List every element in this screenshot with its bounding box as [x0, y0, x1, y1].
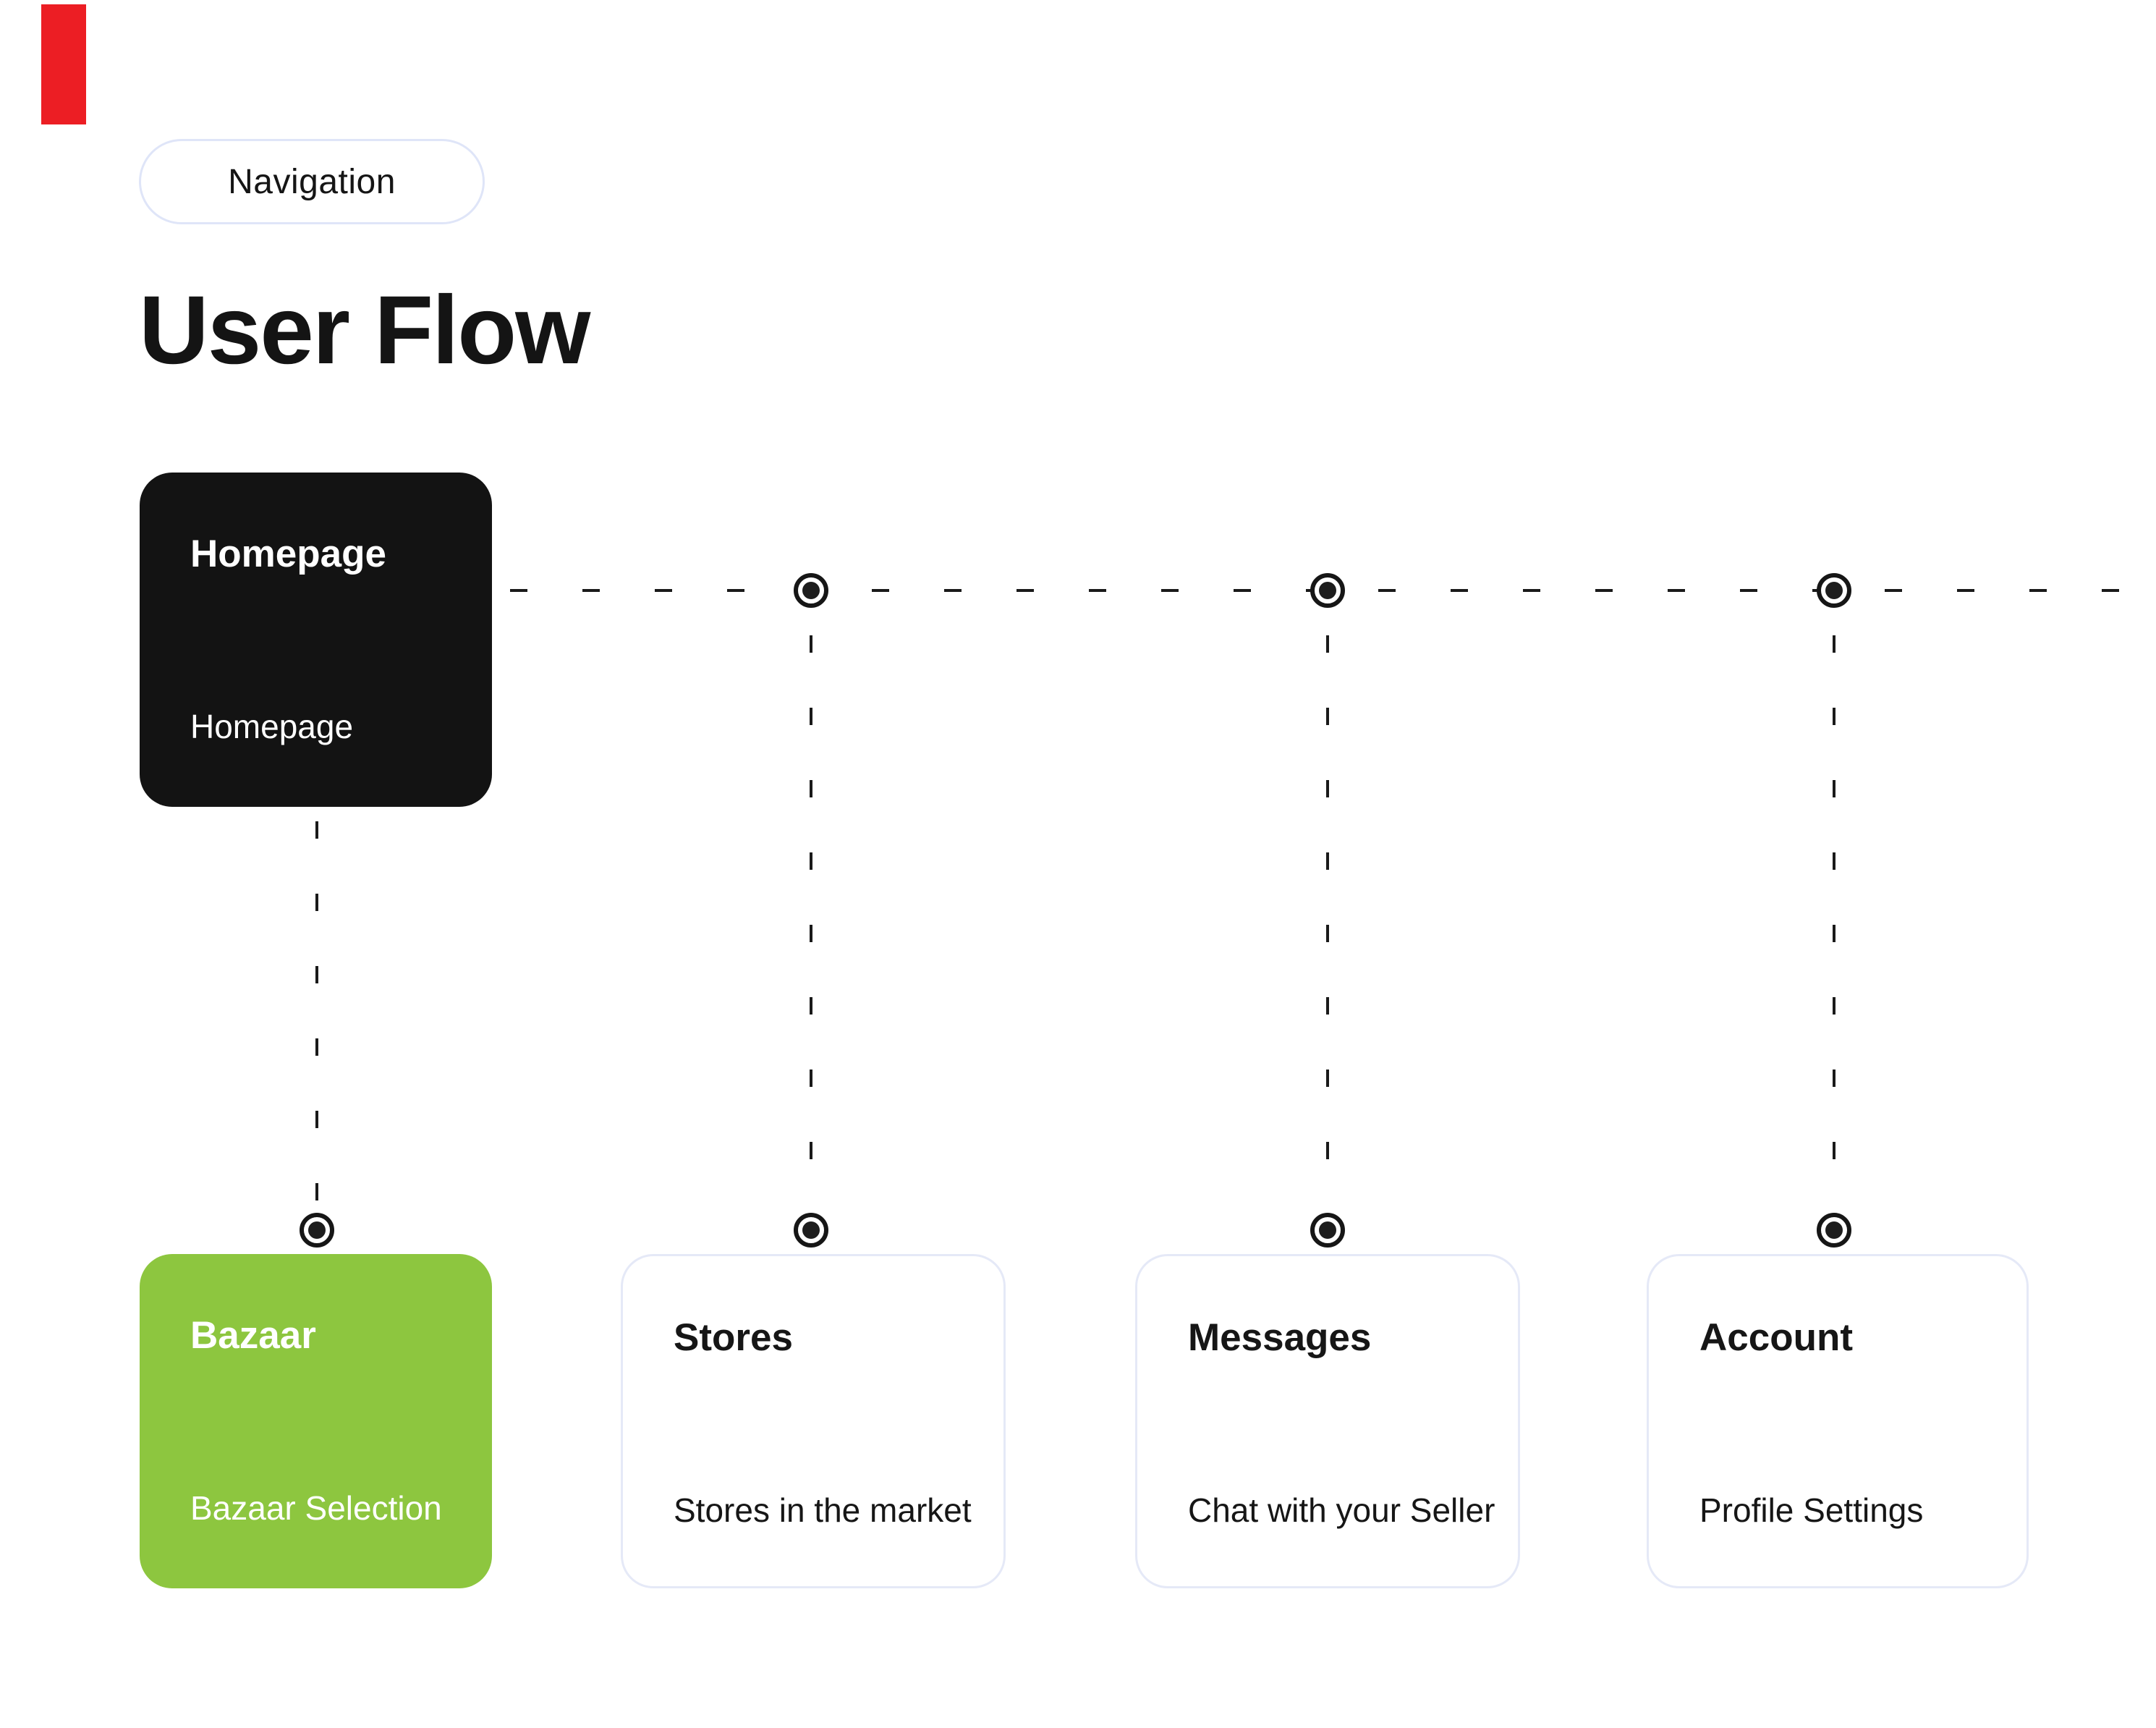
- dashed-connector-vertical-account: [1833, 635, 1835, 1200]
- page-title: User Flow: [139, 276, 590, 384]
- card-subtitle: Chat with your Seller: [1188, 1491, 1495, 1529]
- card-bazaar[interactable]: Bazaar Bazaar Selection: [140, 1254, 492, 1588]
- card-title: Messages: [1188, 1316, 1372, 1359]
- navigation-badge[interactable]: Navigation: [139, 139, 485, 224]
- connector-node-dot: [308, 1221, 326, 1239]
- card-account[interactable]: Account Profile Settings: [1647, 1254, 2029, 1588]
- navigation-badge-label: Navigation: [228, 162, 396, 201]
- annotation-marker: [41, 4, 86, 124]
- card-homepage[interactable]: Homepage Homepage: [140, 473, 492, 807]
- card-subtitle: Bazaar Selection: [190, 1489, 442, 1527]
- connector-node-dot: [1319, 1221, 1336, 1239]
- dashed-connector-vertical-bazaar: [315, 821, 318, 1203]
- connector-node: [1310, 1213, 1345, 1248]
- card-title: Homepage: [190, 533, 386, 575]
- connector-node: [1310, 573, 1345, 608]
- card-subtitle: Stores in the market: [674, 1491, 972, 1529]
- card-messages[interactable]: Messages Chat with your Seller: [1135, 1254, 1520, 1588]
- card-subtitle: Profile Settings: [1699, 1491, 1924, 1529]
- card-title: Stores: [674, 1316, 793, 1359]
- card-title: Account: [1699, 1316, 1853, 1359]
- card-stores[interactable]: Stores Stores in the market: [621, 1254, 1006, 1588]
- connector-node-dot: [1825, 582, 1843, 599]
- connector-node: [1817, 1213, 1851, 1248]
- connector-node: [300, 1213, 334, 1248]
- dashed-connector-vertical-stores: [810, 635, 812, 1200]
- connector-node-dot: [802, 582, 820, 599]
- card-title: Bazaar: [190, 1314, 316, 1357]
- connector-node-dot: [1319, 582, 1336, 599]
- connector-node: [794, 573, 828, 608]
- connector-node-dot: [1825, 1221, 1843, 1239]
- connector-node-dot: [802, 1221, 820, 1239]
- connector-node: [1817, 573, 1851, 608]
- card-subtitle: Homepage: [190, 708, 354, 745]
- connector-node: [794, 1213, 828, 1248]
- dashed-connector-vertical-messages: [1326, 635, 1329, 1200]
